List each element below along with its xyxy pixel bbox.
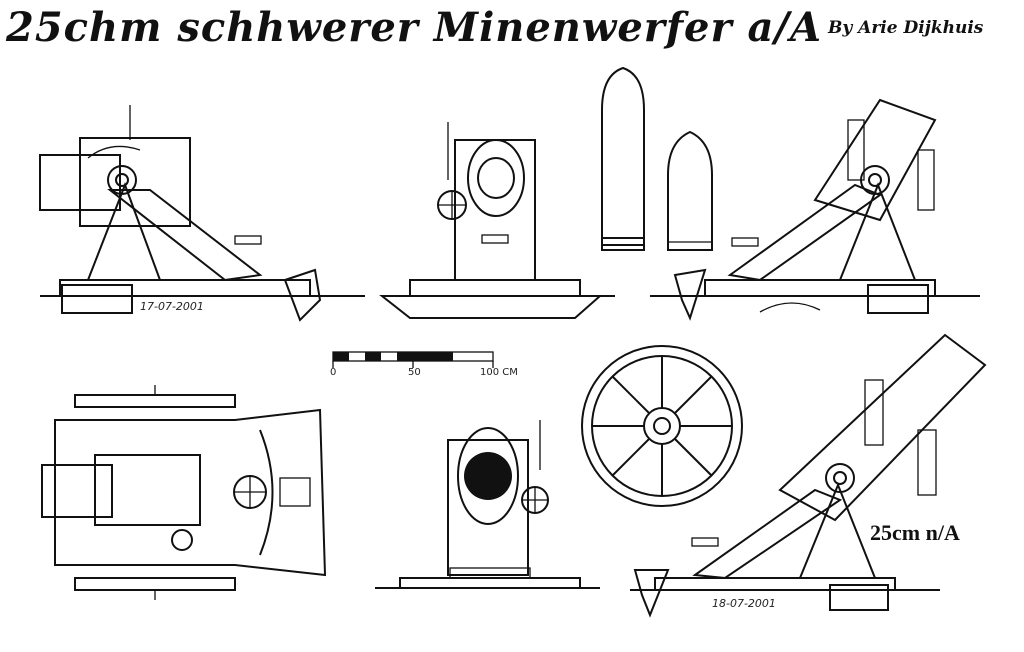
side-view-left xyxy=(39,105,365,322)
projectile-long xyxy=(601,66,645,251)
side-view-right xyxy=(650,98,980,321)
rear-view xyxy=(375,420,600,589)
scale-tick-50: 50 xyxy=(408,367,421,378)
variant-label: 25cm n/A xyxy=(870,520,960,545)
scale-tick-0: 0 xyxy=(330,367,337,378)
date-label-bottom: 18-07-2001 xyxy=(712,597,776,610)
page-title: 25chm schhwerer Minenwerfer a/A xyxy=(6,4,823,51)
scale-tick-100: 100 CM xyxy=(480,367,518,378)
front-view xyxy=(379,122,615,319)
author-credit: By Arie Dijkhuis xyxy=(828,18,984,38)
date-label-left: 17-07-2001 xyxy=(140,300,204,313)
top-view xyxy=(41,385,327,600)
projectile-short xyxy=(667,130,713,251)
wheel-view xyxy=(581,345,743,507)
scale-bar xyxy=(332,351,494,368)
side-view-raised xyxy=(630,333,987,618)
